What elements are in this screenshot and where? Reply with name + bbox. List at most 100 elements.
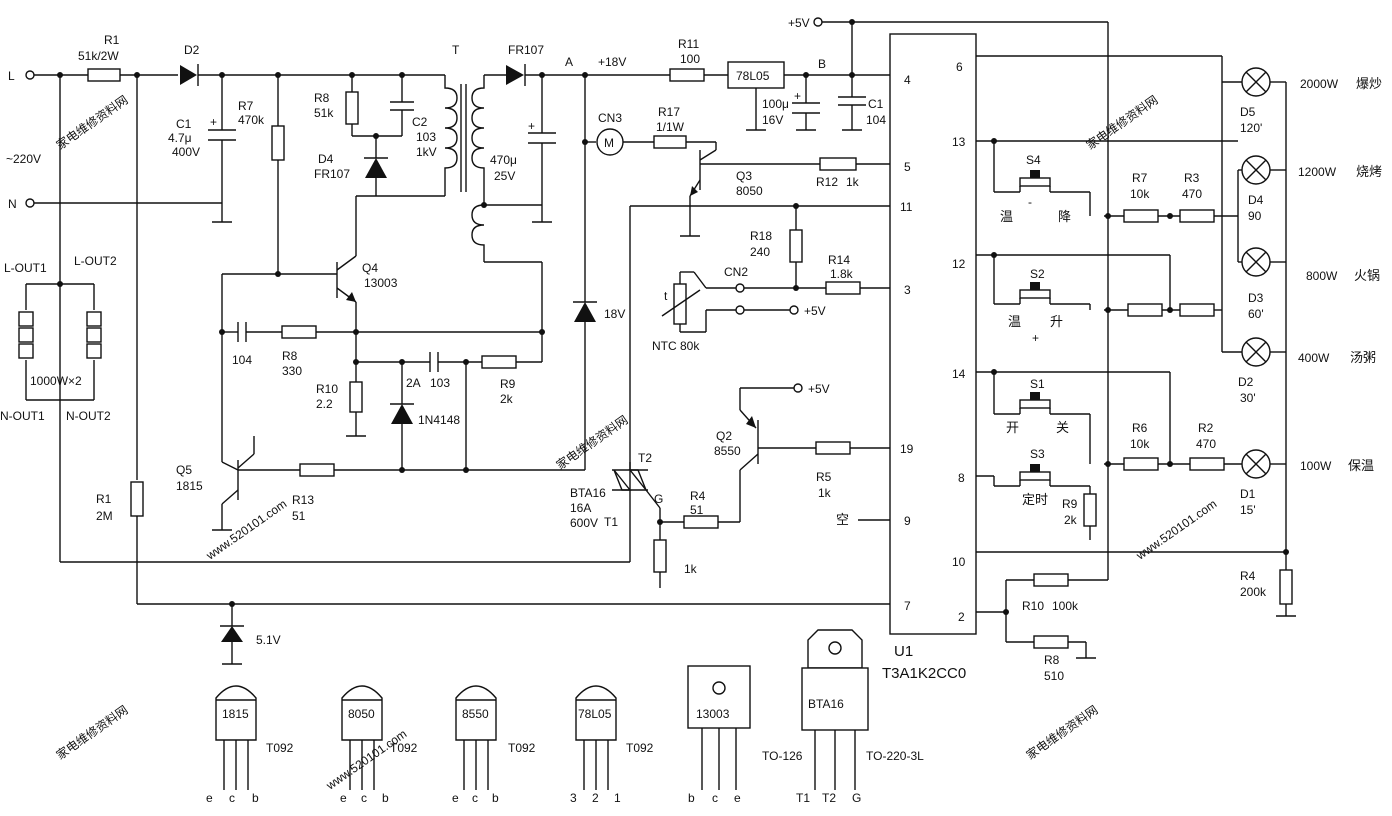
resistor-R5 (815, 441, 851, 455)
resistor-R12 (819, 157, 857, 171)
lamp-D2-power: 400W (1298, 351, 1330, 365)
lamp-D4-power: 1200W (1298, 165, 1337, 179)
pin-10: 10 (952, 555, 966, 569)
resistor-R10-right (1033, 573, 1069, 587)
resistor-R10-mid (349, 381, 363, 413)
regulator-78L05 (727, 61, 785, 89)
package-13003-pin2: c (712, 791, 718, 805)
sensor-triac-section: R18 240 R14 1.8k CN2 +5V t NTC 80k +5V (570, 203, 890, 588)
label-NTC: NTC 80k (652, 339, 700, 353)
label-S3: S3 (1030, 447, 1045, 461)
S4-label-b: 降 (1058, 210, 1071, 225)
value-cap-104: 104 (232, 353, 252, 367)
pin-7: 7 (904, 599, 911, 613)
package-13003-name: 13003 (696, 707, 730, 721)
label-D2: D2 (184, 43, 200, 57)
package-8550-pin3: b (492, 791, 499, 805)
ic-body (889, 33, 977, 635)
package-78L05: 78L05 T092 3 2 1 (570, 685, 654, 805)
value-R9-mid: 2k (500, 392, 514, 406)
label-R13: R13 (292, 493, 314, 507)
label-R8-right: R8 (1044, 653, 1060, 667)
value-Q3: 8050 (736, 184, 763, 198)
pin-19: 19 (900, 442, 914, 456)
label-R3-right: R3 (1184, 171, 1200, 185)
ic-U1: 4 5 11 3 19 9 7 6 13 12 14 8 10 2 U1 T3A… (882, 33, 977, 682)
value-triac-voltage: 600V (570, 516, 598, 530)
resistor-R8-right (1033, 635, 1069, 649)
resistor-R7-top (271, 125, 285, 161)
value-triac-current: 16A (570, 501, 591, 515)
value-zener-18V: 18V (604, 307, 625, 321)
lamp-D1-ref: D1 (1240, 487, 1256, 501)
resistor-unnamed-1 (1127, 303, 1163, 317)
value-1N4148: 1N4148 (418, 413, 460, 427)
label-fr107: FR107 (508, 43, 544, 57)
key-S1[interactable] (1019, 399, 1051, 409)
value-Q4: 13003 (364, 276, 398, 290)
value-R17: 1/1W (656, 120, 685, 134)
resistor-R3-right (1179, 209, 1215, 223)
package-1815-pin2: c (229, 791, 235, 805)
S4-minus: - (1028, 195, 1032, 209)
value-R2-right: 470 (1196, 437, 1216, 451)
value-R10-right: 100k (1052, 599, 1079, 613)
lamp-D2: D2 30' 400W 汤粥 (1238, 337, 1376, 405)
package-8050-pin3: b (382, 791, 389, 805)
value-R12: 1k (846, 175, 860, 189)
resistor-R1-top (87, 68, 121, 82)
watermark: 家电维修资料网 (553, 412, 630, 472)
package-1815-pin1: e (206, 791, 213, 805)
package-1815-type: T092 (266, 741, 294, 755)
package-BTA16: BTA16 TO-220-3L T1 T2 G (796, 629, 924, 805)
resistor-R2-right (1189, 457, 1225, 471)
package-13003: 13003 TO-126 b c e (687, 665, 803, 805)
lamp-D3-angle: 60' (1248, 307, 1264, 321)
package-8050-name: 8050 (348, 707, 375, 721)
resistor-R17 (653, 135, 687, 149)
S1-label-b: 关 (1056, 421, 1069, 436)
label-Q3: Q3 (736, 169, 752, 183)
lamp-D2-ref: D2 (1238, 375, 1254, 389)
label-L-OUT2: L-OUT2 (74, 254, 117, 268)
lamp-D4: D4 90 1200W 烧烤 (1241, 155, 1382, 223)
label-N-OUT2: N-OUT2 (66, 409, 111, 423)
resistor-R13 (299, 463, 335, 477)
value-78L05: 78L05 (736, 69, 770, 83)
S1-label-a: 开 (1006, 421, 1019, 436)
value-C2: 103 (416, 130, 436, 144)
package-8550-name: 8550 (462, 707, 489, 721)
value-C1-top: 4.7μ (168, 131, 192, 145)
resistor-R8-top (345, 91, 359, 125)
label-R8-mid: R8 (282, 349, 298, 363)
resistor-1k-gate (653, 539, 667, 573)
label-R8-top: R8 (314, 91, 330, 105)
value-cap-100u: 100μ (762, 97, 789, 111)
label-ntc-vcc: +5V (804, 304, 826, 318)
resistor-R9-mid (481, 355, 517, 369)
label-q2-vcc: +5V (808, 382, 830, 396)
diode-fr107-secondary (506, 65, 524, 85)
label-R10-mid: R10 (316, 382, 338, 396)
label-R7-top: R7 (238, 99, 254, 113)
key-S3[interactable] (1019, 471, 1051, 481)
value-R7-right: 10k (1130, 187, 1150, 201)
lamp-D3-power: 800W (1306, 269, 1338, 283)
transformer-secondary (471, 75, 485, 205)
key-S4[interactable] (1019, 177, 1051, 187)
watermark: 家电维修资料网 (53, 702, 130, 762)
value-R9-right: 2k (1064, 513, 1078, 527)
package-8550: 8550 T092 e c b (452, 685, 536, 805)
value-R7-top: 470k (238, 113, 265, 127)
value-cap-2A: 103 (430, 376, 450, 390)
package-BTA16-pin2: T2 (822, 791, 836, 805)
label-R1-bottom: R1 (96, 492, 112, 506)
package-8550-pin1: e (452, 791, 459, 805)
lamp-D3: D3 60' 800W 火锅 (1241, 247, 1380, 321)
label-R11: R11 (678, 37, 699, 51)
label-CN2: CN2 (724, 265, 748, 279)
pin-2: 2 (958, 610, 965, 624)
label-C1-top: C1 (176, 117, 192, 131)
key-S2[interactable] (1019, 289, 1051, 299)
